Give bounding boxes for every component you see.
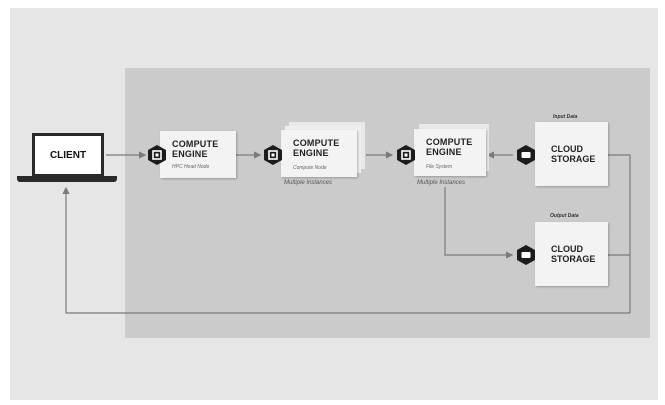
storage-title-2: STORAGE: [551, 254, 596, 264]
instances-caption: Multiple Instances: [417, 180, 466, 186]
node-title: COMPUTE: [426, 137, 473, 147]
node-subtitle: HPC Head Node: [172, 164, 210, 170]
instances-caption: Multiple Instances: [284, 180, 333, 186]
storage-title-2: STORAGE: [551, 154, 596, 164]
node-title: COMPUTE: [172, 139, 219, 149]
output-data-label: Output Data: [550, 213, 579, 219]
node-subtitle: Compute Node: [293, 165, 327, 171]
chip-icon: [148, 145, 166, 165]
bucket-icon: [517, 245, 535, 265]
node-subtitle: File System: [426, 164, 453, 170]
chip-icon: [264, 145, 282, 165]
cloud-region: [125, 68, 650, 338]
edge-return-to-client: [62, 186, 630, 314]
input-data-label: Input Data: [553, 114, 578, 120]
client-laptop: CLIENT: [32, 133, 104, 177]
node-title-2: ENGINE: [426, 147, 462, 157]
edge-fs-to-output: [444, 187, 514, 259]
storage-title: CLOUD: [551, 144, 583, 154]
laptop-base: [17, 176, 117, 182]
bucket-icon: [517, 145, 535, 165]
node-title: COMPUTE: [293, 138, 340, 148]
node-title-2: ENGINE: [293, 148, 329, 158]
chip-icon: [397, 145, 415, 165]
node-title-2: ENGINE: [172, 149, 208, 159]
edge-input-right: [608, 154, 631, 313]
client-label: CLIENT: [49, 149, 87, 161]
storage-title: CLOUD: [551, 244, 583, 254]
